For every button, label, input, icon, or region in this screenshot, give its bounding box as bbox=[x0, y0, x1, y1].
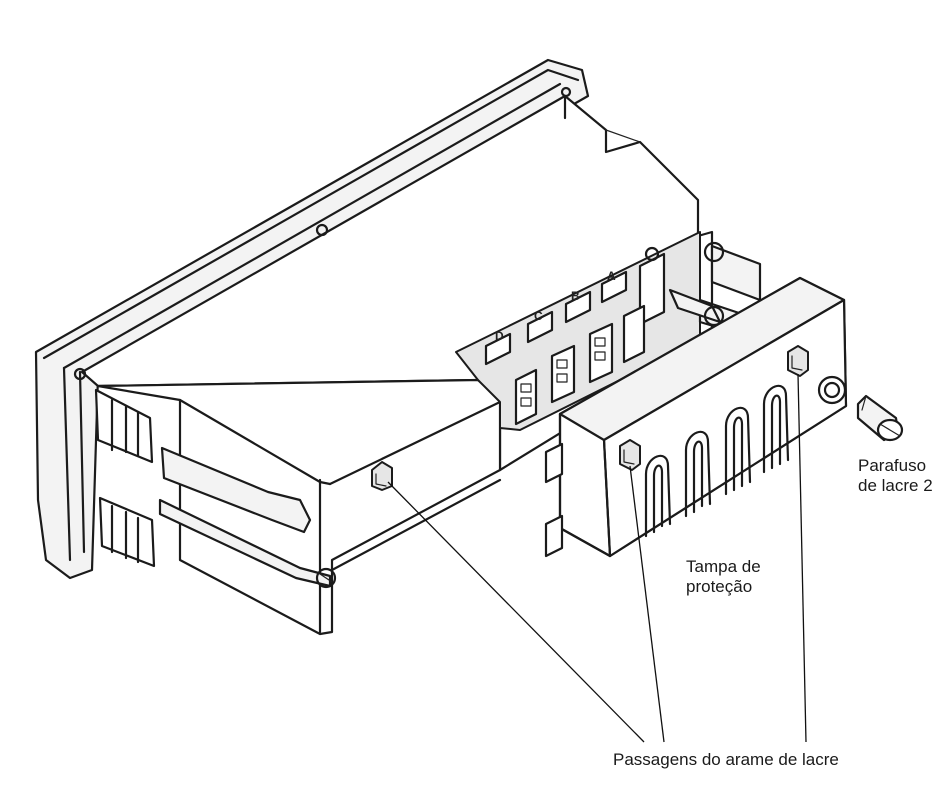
sealing-screw bbox=[856, 394, 904, 442]
device-housing: D C B A bbox=[34, 58, 762, 636]
leader-housing-passage bbox=[387, 481, 645, 743]
label-cover-line1: Tampa de bbox=[686, 557, 761, 576]
leader-cover-passage-left bbox=[629, 465, 665, 743]
label-sealing-screw-line2: de lacre 2 bbox=[858, 476, 933, 495]
protective-cover bbox=[544, 276, 848, 558]
screw-hole bbox=[817, 375, 847, 405]
label-sealing-screw: Parafuso de lacre 2 bbox=[858, 456, 933, 496]
terminal-mark-a: A bbox=[607, 269, 616, 283]
cover-slots bbox=[644, 384, 790, 538]
label-wire-passages: Passagens do arame de lacre bbox=[613, 750, 839, 769]
terminal-block: D C B A bbox=[484, 246, 666, 426]
terminal-mark-d: D bbox=[495, 329, 504, 343]
label-protective-cover: Tampa de proteção bbox=[686, 557, 761, 597]
label-sealing-screw-line1: Parafuso bbox=[858, 456, 927, 475]
terminal-mark-b: B bbox=[571, 289, 580, 303]
terminal-mark-c: C bbox=[534, 309, 543, 323]
cover-passage-right bbox=[787, 345, 809, 377]
leader-cover-passage-right bbox=[797, 373, 807, 743]
cover-passage-left bbox=[619, 439, 641, 471]
label-cover-line2: proteção bbox=[686, 577, 753, 596]
leader-lines bbox=[387, 373, 807, 743]
